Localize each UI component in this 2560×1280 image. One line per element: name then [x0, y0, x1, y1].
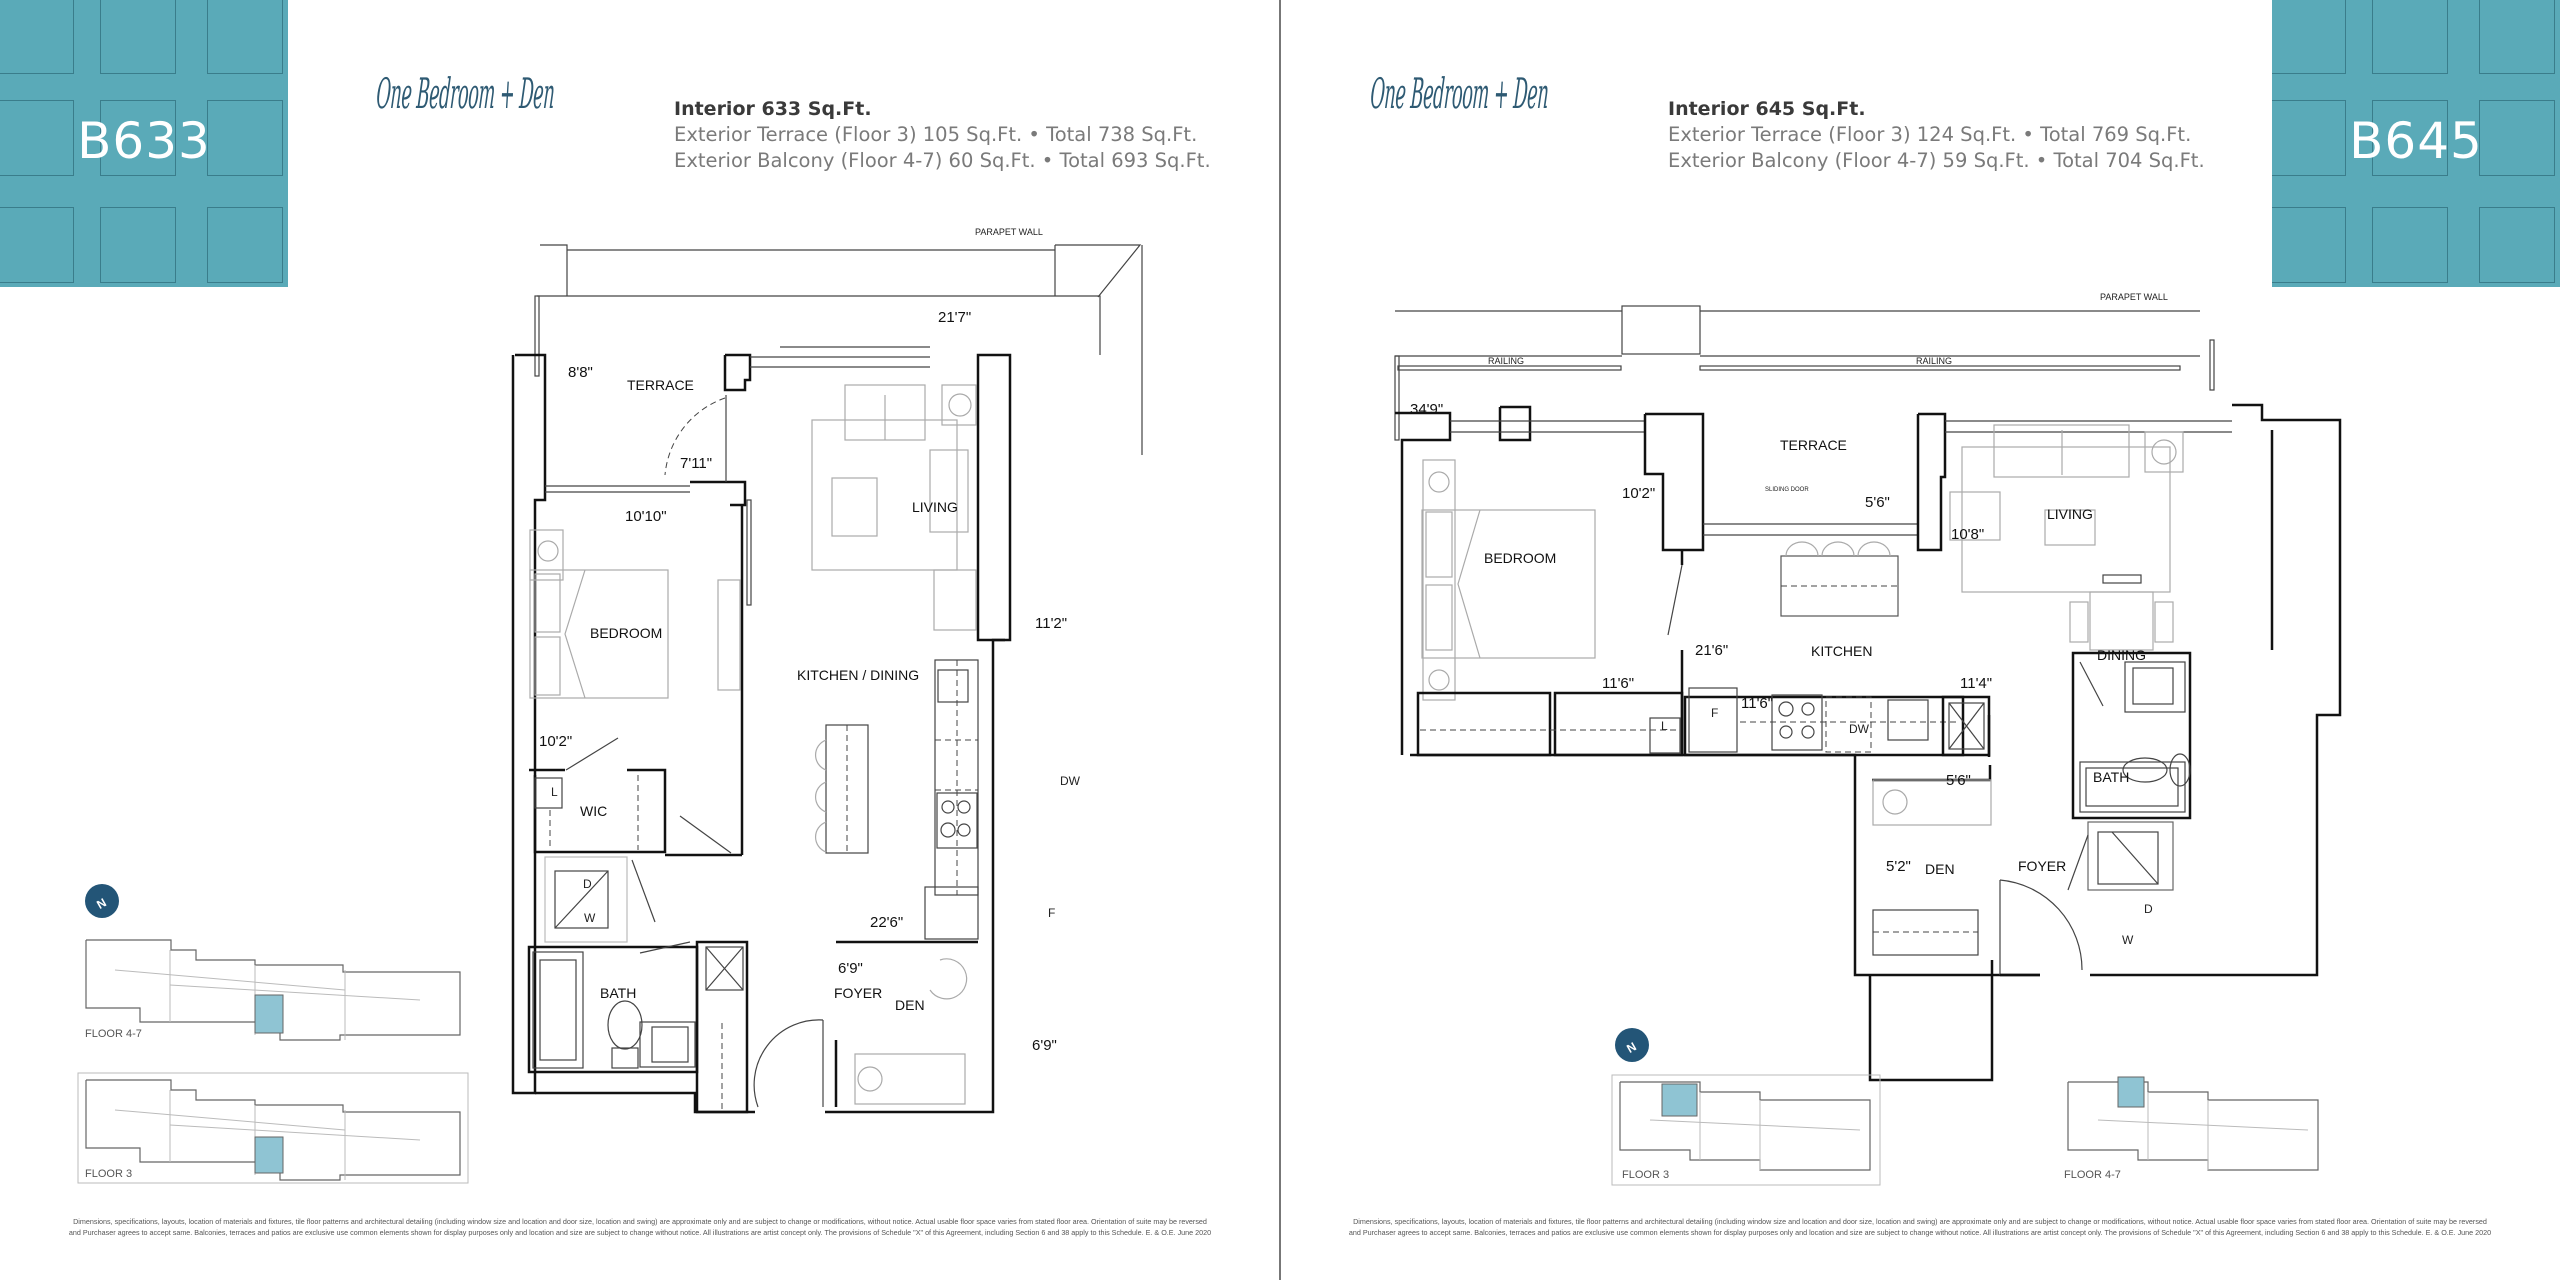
dimension-label: 11'2": [1035, 615, 1067, 632]
dishwasher-label: DW: [1849, 722, 1870, 736]
room-label-dining: DINING: [2097, 647, 2146, 663]
railing-label: RAILING: [1916, 356, 1952, 366]
room-label-foyer: FOYER: [834, 985, 882, 1001]
dimension-label: 10'2": [1622, 485, 1655, 502]
disclaimer-line-2: and Purchaser agrees to accept same. Bal…: [1348, 1228, 2492, 1237]
fridge-label: F: [1048, 906, 1055, 920]
room-label-bedroom: BEDROOM: [590, 625, 662, 641]
linen-label: L: [551, 785, 558, 799]
north-compass-icon: [1615, 1028, 1649, 1062]
washer-label: W: [2122, 933, 2134, 947]
dryer-label: D: [583, 877, 592, 891]
room-label-terrace: TERRACE: [1780, 437, 1847, 453]
keyplan-b645: N FLOOR 3 FLOOR 4-7: [1611, 1028, 2319, 1186]
page-divider: [1279, 0, 1281, 1280]
dishwasher-label: DW: [1060, 774, 1081, 788]
suite-specs: Interior 633 Sq.Ft. Exterior Terrace (Fl…: [674, 96, 1211, 174]
dryer-label: D: [2144, 902, 2153, 916]
interior-area: Interior 633 Sq.Ft.: [674, 98, 872, 120]
disclaimer: Dimensions, specifications, layouts, loc…: [0, 1216, 1280, 1238]
dimension-label: 5'2": [1886, 858, 1911, 875]
room-label-wic: WIC: [580, 803, 607, 819]
room-label-kitchen: KITCHEN: [1811, 643, 1872, 659]
dimension-label: 6'9": [1032, 1037, 1057, 1054]
north-compass-icon: [85, 884, 119, 918]
dimension-label: 21'6": [1695, 642, 1728, 659]
room-label-kitchen-dining: KITCHEN / DINING: [797, 667, 919, 683]
keyplan-label: FLOOR 4-7: [85, 1028, 142, 1040]
suite-code: B645: [2349, 112, 2483, 170]
terrace-area: Exterior Terrace (Floor 3) 124 Sq.Ft. • …: [1668, 123, 2192, 146]
railing-label: RAILING: [1488, 356, 1524, 366]
room-label-terrace: TERRACE: [627, 377, 694, 393]
dimension-label: 10'10": [625, 508, 667, 525]
terrace-area: Exterior Terrace (Floor 3) 105 Sq.Ft. • …: [674, 123, 1198, 146]
balcony-area: Exterior Balcony (Floor 4-7) 59 Sq.Ft. •…: [1668, 149, 2205, 172]
dimension-label: 5'6": [1865, 494, 1890, 511]
room-label-bath: BATH: [600, 985, 636, 1001]
dimension-label: 11'4": [1960, 675, 1992, 692]
dimension-label: 22'6": [870, 914, 903, 931]
room-label-den: DEN: [1925, 861, 1955, 877]
dimension-label: 34'9": [1410, 401, 1443, 418]
dimension-label: 5'6": [1946, 772, 1971, 789]
floor-plan-b645: PARAPET WALL RAILING RAILING 34'9" TERRA…: [1394, 292, 2342, 1082]
left-page: B633 One Bedroom + Den Interior 633 Sq.F…: [0, 0, 1280, 1238]
dimension-label: 21'7": [938, 309, 971, 326]
disclaimer-line-1: Dimensions, specifications, layouts, loc…: [73, 1217, 1207, 1226]
disclaimer-line-2: and Purchaser agrees to accept same. Bal…: [68, 1228, 1212, 1237]
interior-area: Interior 645 Sq.Ft.: [1668, 98, 1866, 120]
disclaimer: Dimensions, specifications, layouts, loc…: [1280, 1216, 2560, 1238]
dimension-label: 7'11": [680, 455, 712, 472]
keyplan-label: FLOOR 4-7: [2064, 1169, 2121, 1181]
dimension-label: 11'6": [1741, 695, 1773, 712]
linen-label: L: [1661, 719, 1668, 733]
dimension-label: 10'8": [1951, 526, 1984, 543]
floor-plan-b633: PARAPET WALL 21'7" 8'8" TERRACE 7'11" 10…: [511, 227, 1143, 1114]
dimension-label: 6'9": [838, 960, 863, 977]
keyplan-floor-4-7: FLOOR 4-7: [85, 939, 461, 1041]
room-label-den: DEN: [895, 997, 925, 1013]
parapet-wall-label: PARAPET WALL: [975, 227, 1043, 237]
washer-label: W: [584, 911, 596, 925]
suite-badge-b645: B645: [2272, 0, 2560, 287]
suite-badge-b633: B633: [0, 0, 288, 287]
room-label-bath: BATH: [2093, 769, 2129, 785]
room-label-foyer: FOYER: [2018, 858, 2066, 874]
keyplan-floor-3: FLOOR 3: [77, 1072, 469, 1184]
keyplan-floor-3: FLOOR 3: [1611, 1074, 1881, 1186]
keyplan-b633: N FLOOR 4-7 FLOOR 3: [77, 884, 469, 1184]
keyplan-label: FLOOR 3: [85, 1168, 132, 1180]
room-label-living: LIVING: [912, 499, 958, 515]
balcony-area: Exterior Balcony (Floor 4-7) 60 Sq.Ft. •…: [674, 149, 1211, 172]
dimension-label: 8'8": [568, 364, 593, 381]
parapet-wall-label: PARAPET WALL: [2100, 292, 2168, 302]
sliding-door-label: SLIDING DOOR: [1765, 487, 1809, 493]
room-label-living: LIVING: [2047, 506, 2093, 522]
room-label-bedroom: BEDROOM: [1484, 550, 1556, 566]
fridge-label: F: [1711, 706, 1718, 720]
right-page: B645 One Bedroom + Den Interior 645 Sq.F…: [1280, 0, 2560, 1280]
dimension-label: 11'6": [1602, 675, 1634, 692]
disclaimer-line-1: Dimensions, specifications, layouts, loc…: [1353, 1217, 2487, 1226]
suite-code: B633: [77, 112, 211, 170]
dimension-label: 10'2": [539, 733, 572, 750]
suite-specs: Interior 645 Sq.Ft. Exterior Terrace (Fl…: [1668, 96, 2205, 174]
keyplan-label: FLOOR 3: [1622, 1169, 1669, 1181]
keyplan-floor-4-7: FLOOR 4-7: [2064, 1076, 2319, 1181]
